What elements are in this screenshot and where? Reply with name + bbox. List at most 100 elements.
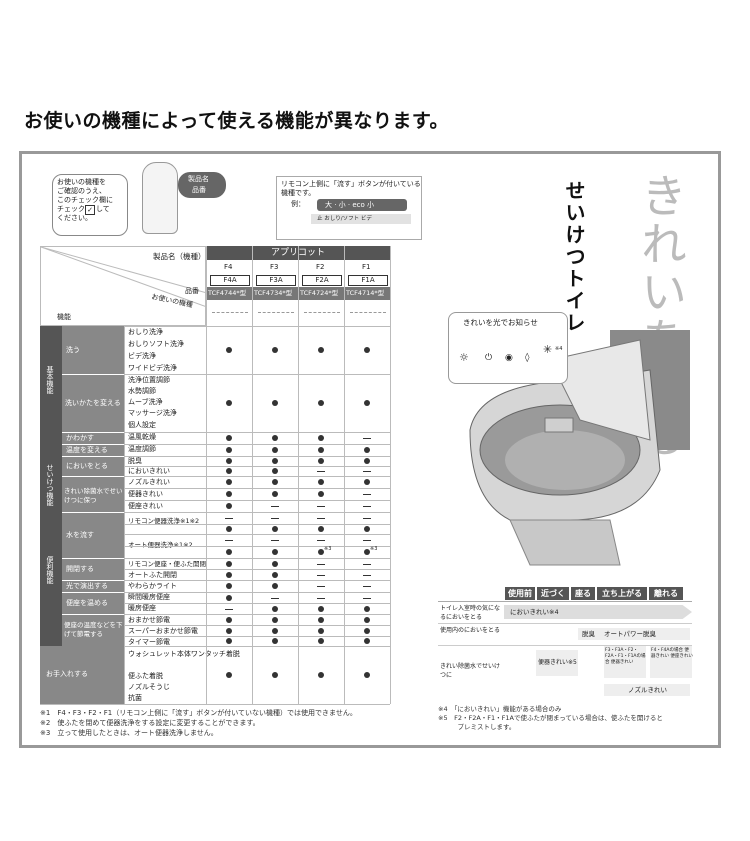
right-sub-title: せいけつトイレ	[562, 180, 586, 334]
power-icon: ⏻	[485, 353, 493, 363]
item-label: 洗浄位置調節	[128, 376, 170, 384]
feature-unavailable-mark	[363, 586, 371, 587]
sparkle-icon: ✳	[543, 343, 553, 356]
feature-available-mark	[226, 435, 232, 441]
feature-available-mark	[318, 447, 324, 453]
right-footnote-3: プレミストします。	[438, 723, 516, 731]
feature-available-mark	[272, 479, 278, 485]
toilet-illustration-icon	[469, 330, 690, 566]
feature-available-mark	[272, 447, 278, 453]
table-row-divider	[124, 488, 390, 489]
item-label: 暖房便座	[128, 604, 156, 612]
feature-available-mark	[226, 479, 232, 485]
feature-available-mark	[318, 435, 324, 441]
item-label: スーパーおまかせ節電	[128, 627, 198, 635]
flow-row-2-label: 使用内のにおいをとる	[440, 627, 501, 634]
table-row-divider	[124, 326, 390, 327]
part-number-f1: TCF4714*型	[346, 289, 385, 297]
feature-available-mark	[364, 526, 370, 532]
feature-available-mark	[272, 616, 278, 623]
feature-available-mark	[318, 400, 324, 406]
group-flush-label: 水を流す	[66, 531, 94, 539]
model-code-f4a[interactable]: F4A	[210, 275, 250, 286]
feature-available-mark	[226, 571, 232, 578]
item-label: ウォシュレット本体ワンタッチ着脱	[128, 650, 240, 658]
model-code-f1a[interactable]: F1A	[348, 275, 388, 286]
feature-unavailable-mark	[271, 518, 279, 519]
feature-available-mark	[318, 549, 324, 555]
toilet-sketch-icon	[142, 162, 178, 234]
item-label: 便ふた着脱	[128, 672, 163, 680]
item-label: オート便器洗浄※1※2	[128, 541, 193, 549]
feature-available-mark	[226, 468, 232, 474]
check-line-f3	[258, 312, 294, 313]
table-row-divider	[124, 546, 390, 547]
feature-available-mark	[226, 503, 232, 509]
model-f4: F4	[224, 263, 233, 271]
feature-available-mark	[226, 560, 232, 567]
feature-unavailable-mark	[317, 586, 325, 587]
table-row-divider	[124, 432, 390, 433]
feature-available-mark	[226, 458, 232, 464]
feature-available-mark	[226, 400, 232, 406]
category-convenience: 便利機能	[40, 512, 62, 646]
drop-icon: ◊	[525, 353, 530, 363]
flow-item-nozzle: ノズルきれい	[628, 686, 667, 694]
table-row-divider	[124, 580, 390, 581]
feature-unavailable-mark	[225, 608, 233, 610]
feature-unavailable-mark	[363, 494, 371, 495]
feature-available-mark	[272, 638, 278, 644]
model-code-f2a[interactable]: F2A	[302, 275, 342, 286]
table-row-divider	[124, 444, 390, 445]
table-row-divider	[124, 646, 390, 647]
item-label: 瞬間暖房便座	[128, 593, 170, 601]
flow-arrow-odor: においきれい※4	[504, 605, 692, 619]
feature-available-mark	[226, 491, 232, 497]
feature-available-mark	[272, 571, 278, 578]
footnote-3: ※3 立って使用したときは、オート便器洗浄しません。	[40, 729, 218, 737]
table-col-divider	[252, 246, 253, 704]
model-code-f3a[interactable]: F3A	[256, 275, 296, 286]
feature-available-mark	[364, 627, 370, 634]
remote-note-line1: リモコン上側に「流す」ボタンが付いている	[281, 180, 421, 188]
feature-available-mark	[318, 616, 324, 623]
feature-available-mark	[364, 616, 370, 623]
group-wash: 洗う	[62, 326, 124, 374]
group-wash-style-label: 洗いかたを変える	[65, 399, 121, 407]
table-row-divider	[124, 374, 390, 375]
remote-sub-label: 止 おしり/ソフト ビデ	[317, 216, 372, 222]
part-number-label: 品番	[185, 287, 199, 295]
feature-available-mark	[272, 400, 278, 406]
item-label: おしり洗浄	[128, 328, 163, 336]
feature-available-mark	[272, 435, 278, 441]
feature-unavailable-mark	[317, 506, 325, 507]
feature-unavailable-mark	[317, 471, 325, 472]
flow-step-sit: 座る	[571, 587, 595, 600]
feature-available-mark	[364, 347, 370, 353]
feature-available-mark	[272, 672, 278, 678]
group-sterilize: きれい除菌水でせいけつに保つ	[62, 476, 124, 513]
feature-unavailable-mark	[317, 574, 325, 576]
check-line-f4	[212, 312, 248, 313]
table-row-divider	[124, 558, 390, 559]
feature-available-mark	[226, 616, 232, 623]
callout-line4a: チェック	[57, 205, 85, 213]
product-tag-name: 製品名	[188, 175, 209, 183]
feature-unavailable-mark	[317, 597, 325, 599]
page-heading: お使いの機種によって使える機能が異なります。	[24, 110, 450, 132]
group-light: 光で演出する	[62, 580, 124, 593]
flow-step-before: 使用前	[505, 587, 535, 600]
flow-row-3-label: きれい除菌水でせいけつに	[440, 663, 501, 679]
table-col-divider	[206, 246, 207, 704]
item-label: おまかせ節電	[128, 616, 170, 624]
product-name-label: 製品名（機種）	[153, 252, 206, 261]
checkmark-icon: ✓	[85, 205, 95, 215]
function-label: 機能	[57, 313, 71, 321]
flow-step-approach: 近づく	[537, 587, 569, 600]
feature-available-mark	[318, 627, 324, 634]
feature-available-mark	[318, 605, 324, 612]
right-footnote-2: ※5 F2・F2A・F1・F1Aで使ふたが閉まっている場合は、使ふたを開けると	[438, 714, 663, 722]
flow-item-deodorize: 脱臭	[582, 630, 595, 638]
flow-item-bowl-clean: 便器きれい※5	[538, 659, 577, 666]
flow-row-2	[438, 623, 692, 646]
